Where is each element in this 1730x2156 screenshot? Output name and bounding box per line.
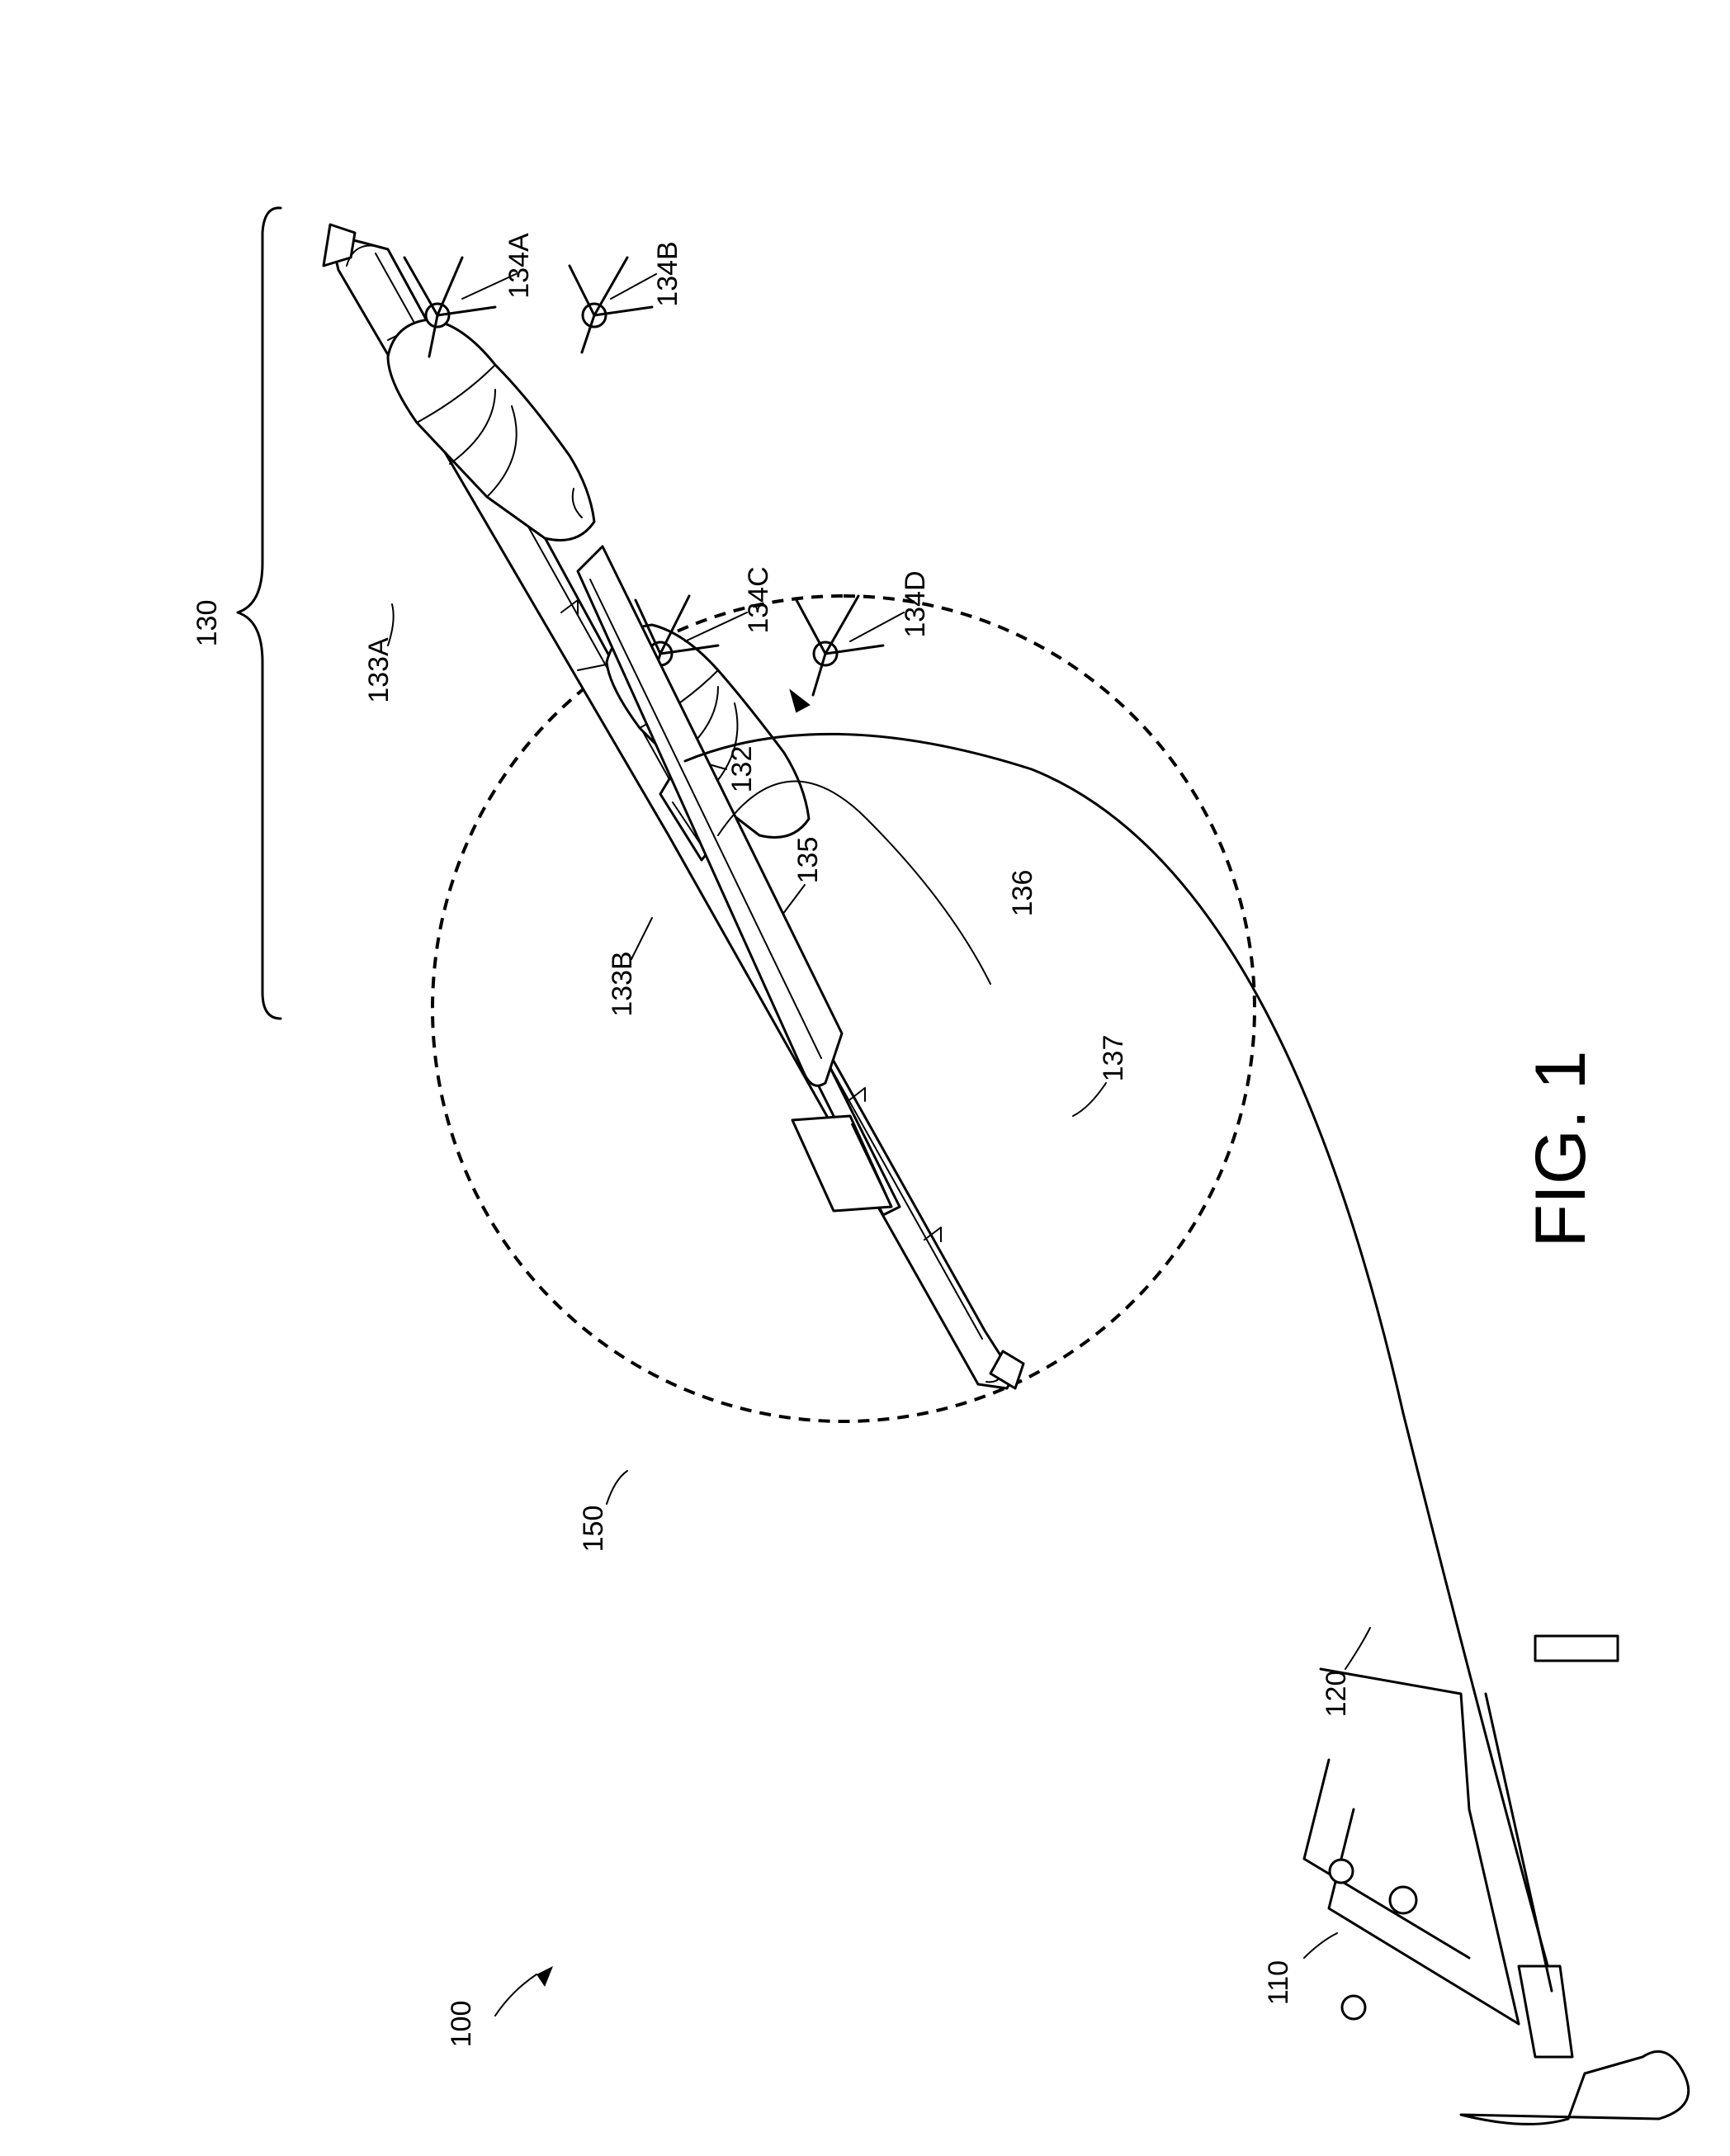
flight-path-circle: [432, 596, 1255, 1421]
flight-path-arrow: [791, 691, 809, 712]
leader-137: [1073, 1083, 1106, 1116]
leader-134b: [611, 274, 656, 299]
label-134c: 134C: [743, 566, 774, 633]
label-133a: 133A: [363, 637, 395, 703]
tether-line: [685, 734, 1568, 2040]
label-120: 120: [1321, 1671, 1352, 1718]
leader-134d: [850, 612, 904, 641]
figure-title: FIG. 1: [1521, 1051, 1600, 1248]
leader-133b: [631, 918, 652, 959]
vehicle-bracket: [238, 208, 281, 1019]
label-132: 132: [726, 746, 758, 793]
label-134a: 134A: [503, 233, 535, 299]
label-130: 130: [191, 600, 223, 647]
pointer-100-head: [536, 1966, 553, 1987]
label-133b: 133B: [607, 951, 638, 1016]
pointer-100: [495, 1974, 536, 2016]
leader-120: [1345, 1628, 1370, 1669]
label-100: 100: [446, 2001, 477, 2048]
rotor-134d: [796, 596, 883, 695]
label-150: 150: [578, 1506, 609, 1553]
label-136: 136: [1007, 870, 1038, 917]
label-135: 135: [792, 837, 824, 884]
leader-150: [607, 1471, 627, 1504]
label-110: 110: [1263, 1960, 1294, 2005]
label-137: 137: [1098, 1035, 1129, 1082]
label-134d: 134D: [900, 570, 931, 637]
leader-110: [1304, 1933, 1337, 1958]
ground-station: [1304, 1636, 1689, 2124]
rotor-134b: [570, 258, 652, 352]
